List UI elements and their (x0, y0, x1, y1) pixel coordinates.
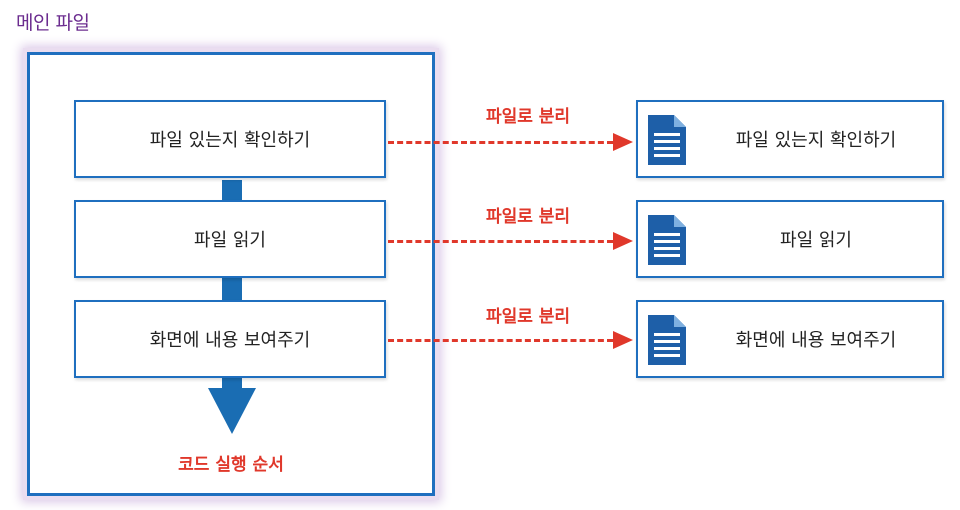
step-label: 파일 있는지 확인하기 (149, 130, 311, 151)
file-box-show-content: 화면에 내용 보여주기 (636, 300, 944, 378)
step-box-read-file: 파일 읽기 (74, 200, 386, 278)
file-label: 파일 읽기 (780, 230, 852, 251)
split-arrow-label: 파일로 분리 (485, 107, 571, 127)
split-arrow-label: 파일로 분리 (485, 207, 571, 227)
file-label: 화면에 내용 보여주기 (735, 330, 897, 351)
document-icon (648, 215, 686, 265)
file-box-read-file: 파일 읽기 (636, 200, 944, 278)
page-title: 메인 파일 (16, 12, 90, 34)
step-box-check-file: 파일 있는지 확인하기 (74, 100, 386, 178)
split-arrow-head (613, 133, 633, 151)
split-arrow-line (388, 240, 613, 243)
step-label: 화면에 내용 보여주기 (149, 330, 311, 351)
file-box-check-file: 파일 있는지 확인하기 (636, 100, 944, 178)
split-arrow-head (613, 331, 633, 349)
split-arrow-line (388, 339, 613, 342)
step-box-show-content: 화면에 내용 보여주기 (74, 300, 386, 378)
split-arrow-line (388, 141, 613, 144)
file-label: 파일 있는지 확인하기 (735, 130, 897, 151)
split-arrow-head (613, 232, 633, 250)
execution-flow-arrow-head (208, 388, 256, 434)
split-arrow-label: 파일로 분리 (485, 307, 571, 327)
document-icon (648, 315, 686, 365)
document-icon (648, 115, 686, 165)
execution-order-label: 코드 실행 순서 (178, 455, 284, 475)
step-label: 파일 읽기 (194, 230, 266, 251)
